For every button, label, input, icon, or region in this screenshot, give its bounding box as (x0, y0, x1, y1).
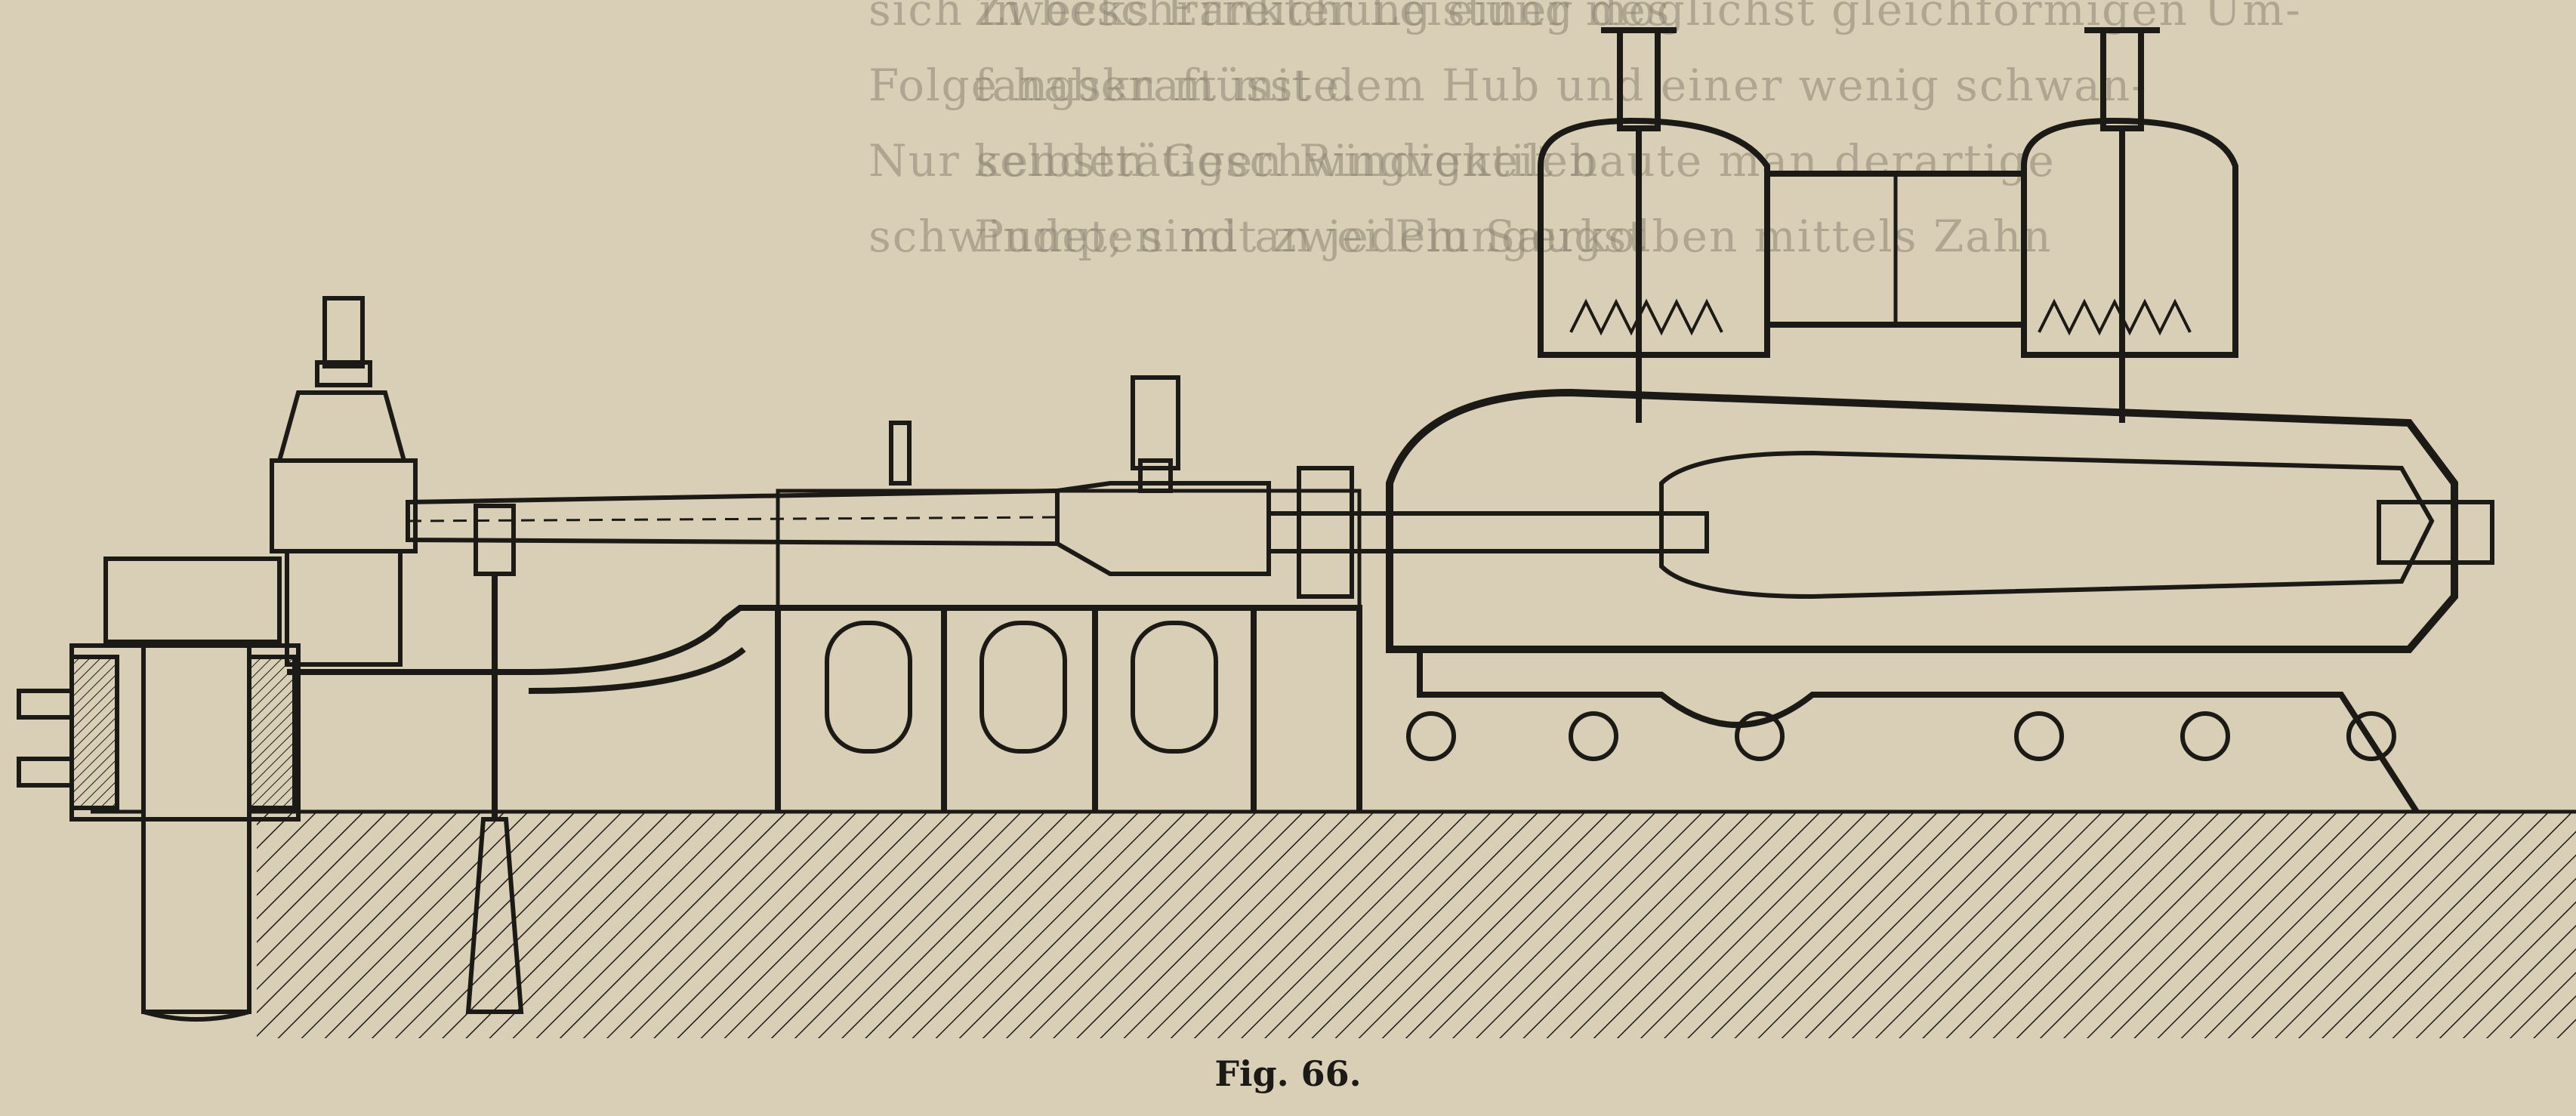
figure-caption: Fig. 66. (1214, 1053, 1362, 1094)
bleed-text-left: sich in beschränkter Leistung des Folge … (868, 0, 1670, 367)
bearing-pedestal (17, 556, 301, 1022)
bleed-line: fangskraft mit dem Hub und einer wenig s… (974, 60, 2148, 111)
guide-post (465, 504, 524, 1014)
inspection-windows (825, 621, 1218, 754)
foundation (91, 809, 2576, 1038)
connecting-rod (406, 488, 1060, 547)
bleed-line: Folge haben müsste. (868, 60, 1356, 111)
valve-chest-right (2021, 27, 2238, 423)
bleed-line: schwindet; sind an jedem Saugst (868, 211, 1647, 262)
oiler-head (270, 296, 418, 667)
valve-chest-left (1538, 27, 1770, 423)
engine-bed (287, 489, 1362, 812)
support-rings (1406, 711, 2396, 761)
bleed-line: kenden Geschwindigkeit baute man derarti… (974, 135, 2056, 187)
valve-connector-pipe (1764, 171, 2027, 328)
bleed-line: Zwecks Erreichung einer möglichst gleich… (974, 0, 2302, 35)
plunger-rod (1266, 466, 1709, 599)
pump-body (1386, 388, 2494, 814)
bleed-text-right: Zwecks Erreichung einer möglichst gleich… (974, 0, 2300, 367)
bleed-line: Pumpen mit zwei Plungerkolben mittels Za… (974, 211, 2053, 262)
